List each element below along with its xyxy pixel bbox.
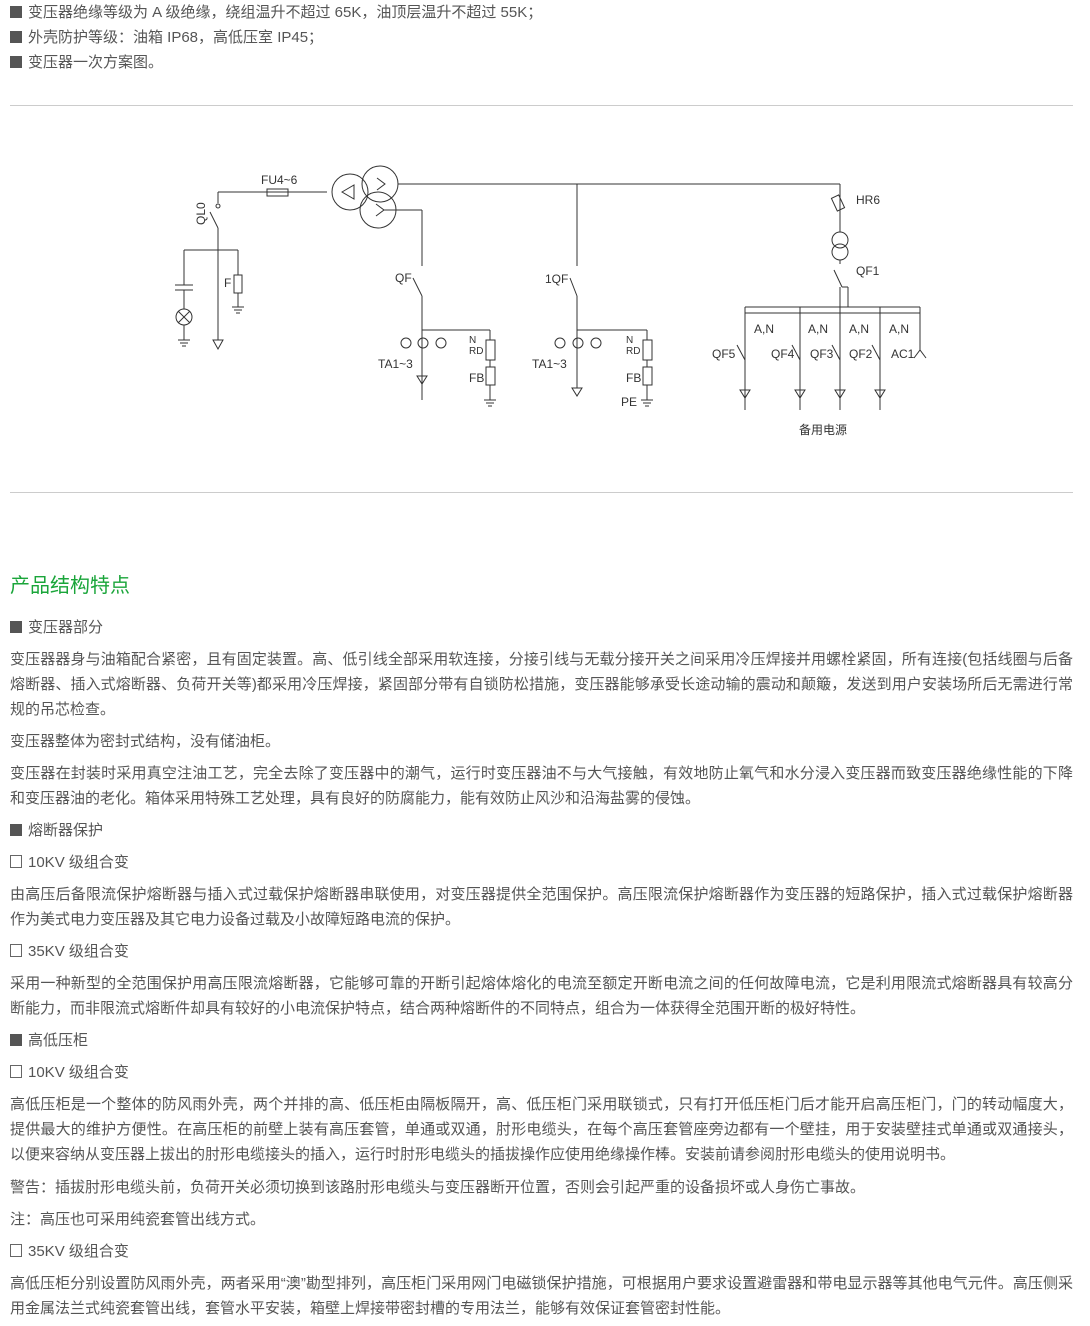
subheading-text: 高低压柜: [28, 1032, 89, 1049]
label-ql0: QL0: [194, 202, 208, 225]
label-hr6: HR6: [856, 193, 880, 207]
subheading: 35KV 级组合变: [10, 939, 129, 964]
label-n: N: [626, 335, 633, 346]
section-title: 产品结构特点: [10, 575, 130, 597]
bullet-square-icon: [10, 824, 22, 836]
bullet-square-icon: [10, 6, 22, 18]
paragraph: 变压器器身与油箱配合紧密，且有固定装置。高、低引线全部采用软连接，分接引线与无载…: [10, 651, 1073, 718]
paragraph: 变压器在封装时采用真空注油工艺，完全去除了变压器中的潮气，运行时变压器油不与大气…: [10, 765, 1073, 807]
bullet-square-icon: [10, 621, 22, 633]
list-item: 变压器绝缘等级为 A 级绝缘，绕组温升不超过 65K，油顶层温升不超过 55K；: [10, 0, 542, 25]
label-ac1: AC1: [891, 347, 915, 361]
subheading: 10KV 级组合变: [10, 1060, 129, 1085]
single-line-diagram: FU4~6 QL0 F QF 1QF TA1~3 TA1~3 N RD FB N…: [175, 165, 927, 437]
note-text: 注：高压也可采用纯瓷套管出线方式。: [10, 1211, 266, 1228]
label-pe: PE: [621, 395, 637, 409]
subheading-text: 熔断器保护: [28, 822, 104, 839]
label-f: F: [224, 276, 231, 290]
label-an: A,N: [808, 322, 828, 336]
bullet-square-icon: [10, 31, 22, 43]
label-rd: RD: [469, 346, 483, 357]
subheading-text: 35KV 级组合变: [28, 943, 129, 960]
subheading: 变压器部分: [10, 615, 103, 640]
label-backup-power: 备用电源: [799, 423, 847, 437]
paragraph: 由高压后备限流保护熔断器与插入式过载保护熔断器串联使用，对变压器提供全范围保护。…: [10, 886, 1073, 928]
bullet-hollow-square-icon: [10, 1244, 22, 1257]
list-item: 变压器一次方案图。: [10, 50, 163, 75]
paragraph: 高低压柜是一个整体的防风雨外壳，两个并排的高、低压柜由隔板隔开，高、低压柜门采用…: [10, 1096, 1073, 1163]
label-an: A,N: [754, 322, 774, 336]
subheading: 10KV 级组合变: [10, 850, 129, 875]
label-1qf: 1QF: [545, 272, 568, 286]
label-qf4: QF4: [771, 347, 795, 361]
bullet-hollow-square-icon: [10, 855, 22, 868]
label-qf1: QF1: [856, 264, 880, 278]
paragraph: 采用一种新型的全范围保护用高压限流熔断器，它能够可靠的开断引起熔体熔化的电流至额…: [10, 975, 1073, 1017]
label-an: A,N: [889, 322, 909, 336]
label-qf2: QF2: [849, 347, 873, 361]
subheading: 35KV 级组合变: [10, 1239, 129, 1264]
list-item-text: 变压器绝缘等级为 A 级绝缘，绕组温升不超过 65K，油顶层温升不超过 55K；: [28, 4, 543, 21]
subheading-text: 10KV 级组合变: [28, 854, 129, 871]
list-item-text: 变压器一次方案图。: [28, 54, 164, 71]
label-ta: TA1~3: [378, 357, 413, 371]
label-an: A,N: [849, 322, 869, 336]
bullet-hollow-square-icon: [10, 1065, 22, 1078]
label-qf3: QF3: [810, 347, 834, 361]
paragraph: 高低压柜分别设置防风雨外壳，两者采用“澳”勘型排列，高压柜门采用网门电磁锁保护措…: [10, 1275, 1073, 1317]
label-fb: FB: [469, 371, 484, 385]
label-rd: RD: [626, 346, 640, 357]
bullet-square-icon: [10, 56, 22, 68]
subheading-text: 35KV 级组合变: [28, 1243, 129, 1260]
divider: [10, 105, 1073, 106]
subheading: 熔断器保护: [10, 818, 103, 843]
label-fu: FU4~6: [261, 173, 298, 187]
list-item: 外壳防护等级：油箱 IP68，高低压室 IP45；: [10, 25, 323, 50]
bullet-hollow-square-icon: [10, 944, 22, 957]
subheading-text: 10KV 级组合变: [28, 1064, 129, 1081]
subheading: 高低压柜: [10, 1028, 88, 1053]
label-fb: FB: [626, 371, 641, 385]
divider: [10, 492, 1073, 493]
paragraph: 变压器整体为密封式结构，没有储油柜。: [10, 733, 281, 750]
subheading-text: 变压器部分: [28, 619, 104, 636]
label-qf: QF: [395, 271, 412, 285]
warning-text: 警告：插拔肘形电缆头前，负荷开关必须切换到该路肘形电缆头与变压器断开位置，否则会…: [10, 1179, 866, 1196]
label-n: N: [469, 335, 476, 346]
list-item-text: 外壳防护等级：油箱 IP68，高低压室 IP45；: [28, 29, 324, 46]
bullet-square-icon: [10, 1034, 22, 1046]
label-qf5: QF5: [712, 347, 736, 361]
label-ta: TA1~3: [532, 357, 567, 371]
